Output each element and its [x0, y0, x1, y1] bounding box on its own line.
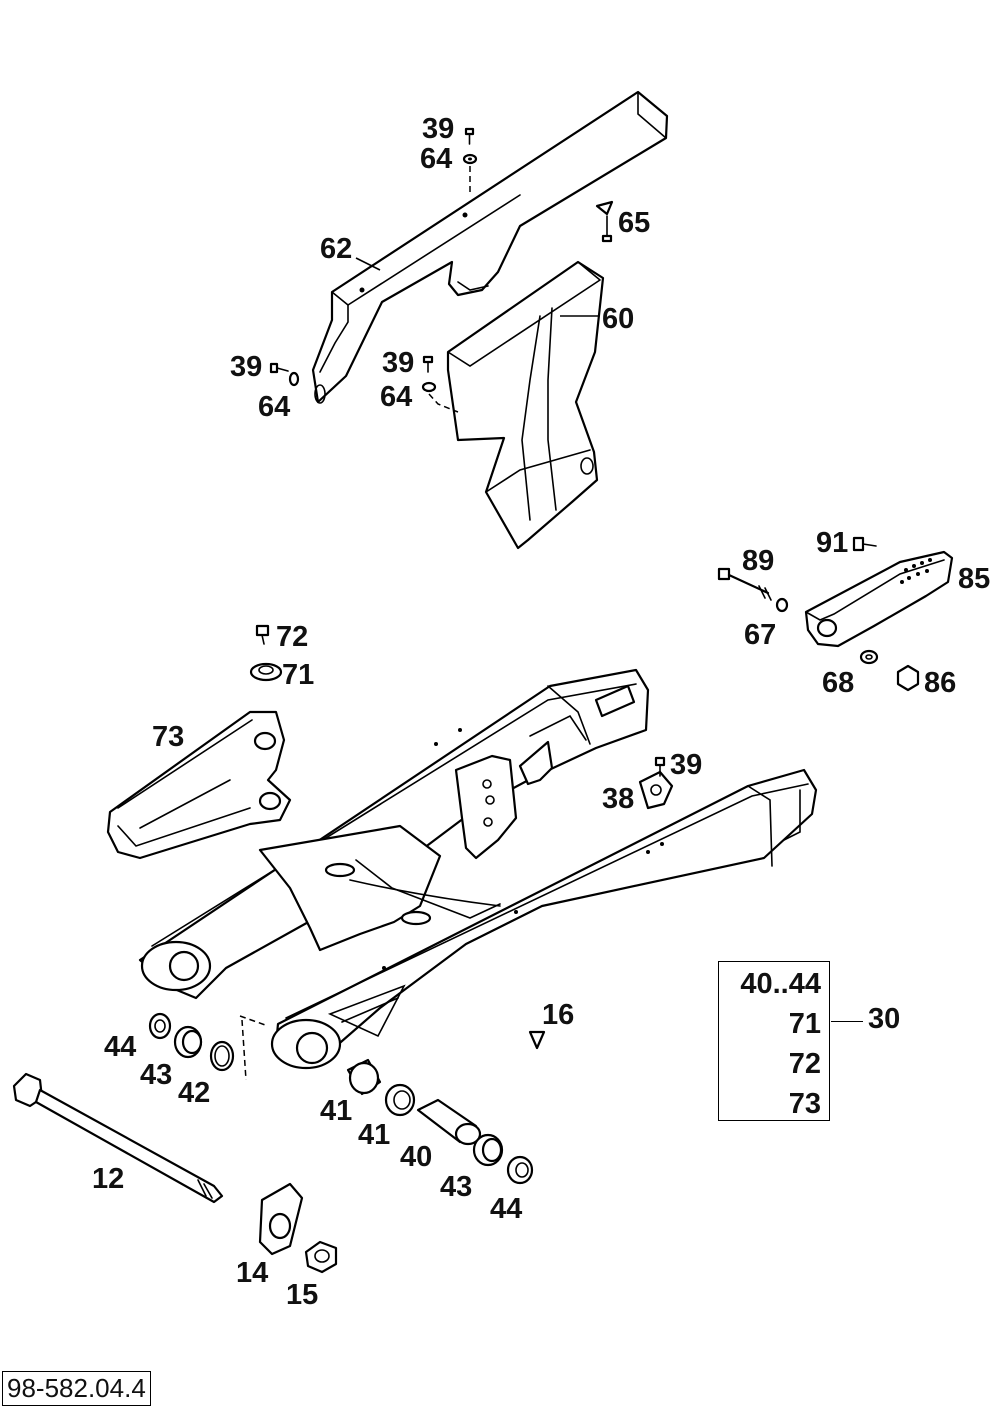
- part-91-screw: [852, 536, 877, 552]
- callout-71: 71: [282, 659, 314, 691]
- callout-39-top: 39: [422, 113, 454, 145]
- callout-41-a: 41: [320, 1095, 352, 1127]
- callout-44-left: 44: [104, 1031, 136, 1063]
- part-39-bolt-left: [269, 362, 289, 374]
- callout-14: 14: [236, 1257, 268, 1289]
- part-41-needle-bearing-2: [384, 1083, 416, 1117]
- part-71-cover: [249, 662, 283, 682]
- callout-73: 73: [152, 721, 184, 753]
- callout-64-mid: 64: [380, 381, 412, 413]
- part-65-grommet: [595, 200, 614, 243]
- kit-line: 40..44: [740, 968, 821, 1000]
- callout-68: 68: [822, 667, 854, 699]
- part-39-bolt-top: [464, 127, 475, 145]
- callout-12: 12: [92, 1163, 124, 1195]
- part-43-bearing-left: [173, 1025, 203, 1059]
- kit-leader-line: [831, 1021, 863, 1022]
- callout-40: 40: [400, 1141, 432, 1173]
- callout-39-left: 39: [230, 351, 262, 383]
- part-14-plate: [258, 1182, 304, 1256]
- callout-67: 67: [744, 619, 776, 651]
- callout-89: 89: [742, 545, 774, 577]
- kit-line: 71: [788, 1008, 821, 1040]
- callout-42: 42: [178, 1077, 210, 1109]
- part-64-washer-top: [462, 153, 478, 165]
- callout-30: 30: [868, 1003, 901, 1035]
- callout-labels: 39 64 65 62 60 39 64 39 64 89 91 85 67 6…: [92, 113, 990, 1311]
- part-40-sleeve: [416, 1098, 482, 1146]
- kit-line: 72: [788, 1048, 821, 1080]
- callout-39-right: 39: [670, 749, 702, 781]
- part-42-ring-left: [209, 1040, 235, 1072]
- callout-15: 15: [286, 1279, 318, 1311]
- callout-39-mid: 39: [382, 347, 414, 379]
- part-68-washer: [859, 649, 879, 665]
- callout-16: 16: [542, 999, 574, 1031]
- part-39-bolt-right: [654, 756, 666, 777]
- callout-43-left: 43: [140, 1059, 172, 1091]
- part-16-plug: [528, 1030, 546, 1050]
- callout-64-top: 64: [420, 143, 452, 175]
- callout-44-right: 44: [490, 1193, 522, 1225]
- part-44-dust-seal-right: [506, 1155, 534, 1185]
- part-72-screw: [255, 624, 270, 645]
- part-86-nut: [896, 664, 920, 692]
- part-64-washer-mid: [421, 381, 437, 393]
- part-89-bolt: [717, 567, 772, 601]
- callout-85: 85: [958, 563, 990, 595]
- kit-30-contents-box: 40..44 71 72 73: [718, 961, 830, 1121]
- part-38-clamp: [638, 770, 674, 810]
- part-39-bolt-mid: [422, 355, 434, 373]
- callout-65: 65: [618, 207, 650, 239]
- callout-86: 86: [924, 667, 956, 699]
- part-73-chain-slider-pad: [106, 710, 292, 860]
- swingarm: [138, 668, 818, 1070]
- callout-41-b: 41: [358, 1119, 390, 1151]
- callout-60: 60: [602, 303, 634, 335]
- part-64-washer-left: [288, 371, 300, 387]
- callout-43-right: 43: [440, 1171, 472, 1203]
- callout-64-left: 64: [258, 391, 290, 423]
- kit-line: 73: [788, 1088, 821, 1120]
- part-67-washer: [775, 597, 789, 613]
- part-43-bearing-right: [472, 1133, 504, 1167]
- part-15-nut: [304, 1240, 338, 1274]
- part-85-chain-slider: [804, 550, 954, 648]
- callout-72: 72: [276, 621, 308, 653]
- callout-91: 91: [816, 527, 848, 559]
- part-12-pivot-axle: [12, 1072, 224, 1204]
- callout-62: 62: [320, 233, 352, 265]
- callout-38: 38: [602, 783, 634, 815]
- drawing-number: 98-582.04.4: [2, 1371, 151, 1406]
- part-44-dust-seal-left: [148, 1012, 172, 1040]
- part-41-needle-bearing-1: [346, 1058, 382, 1096]
- part-62-chain-guard-upper: [311, 90, 669, 404]
- part-60-chain-guard-lower: [446, 260, 605, 550]
